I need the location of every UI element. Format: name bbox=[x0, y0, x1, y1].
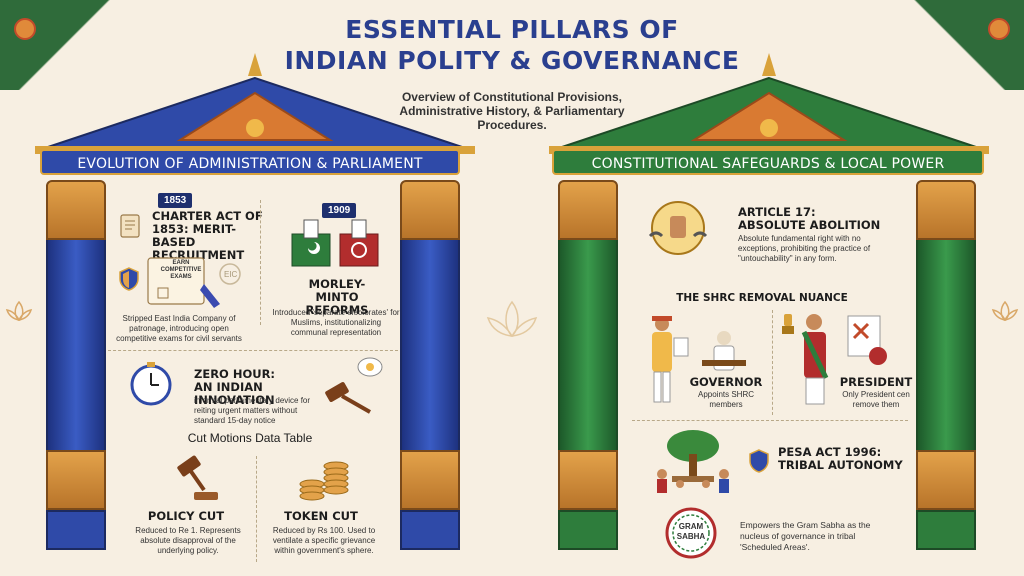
eic-seal-text: EIC bbox=[224, 270, 238, 279]
pesa-act-title-line-2: TRIBAL AUTONOMY bbox=[778, 458, 903, 472]
president-desc: Only President cen remove them bbox=[842, 390, 910, 409]
divider bbox=[772, 310, 773, 415]
left-roof bbox=[30, 48, 480, 158]
pillar-left-outer bbox=[46, 180, 106, 550]
gavel-icon bbox=[170, 454, 220, 504]
article-17-title-line-1: ARTICLE 17: bbox=[738, 205, 816, 219]
shield-icon bbox=[118, 266, 140, 292]
gavel-icon bbox=[320, 378, 376, 418]
article-17-title: ARTICLE 17: ABSOLUTE ABOLITION bbox=[738, 206, 918, 232]
year-tag-1853: 1853 bbox=[158, 193, 193, 208]
president-illustration bbox=[792, 308, 836, 408]
pesa-act-title-line-1: PESA ACT 1996: bbox=[778, 445, 882, 459]
year-tag-1909: 1909 bbox=[322, 203, 357, 218]
pesa-act-desc: Empowers the Gram Sabha as the nucleus o… bbox=[740, 520, 871, 552]
coins-icon bbox=[296, 454, 356, 504]
exam-scroll-illustration bbox=[144, 254, 224, 310]
lotus-icon bbox=[990, 300, 1020, 322]
article-17-title-line-2: ABSOLUTE ABOLITION bbox=[738, 218, 881, 232]
zero-hour-desc: informal parliamentary device for reitin… bbox=[194, 396, 311, 425]
idea-bubble-icon bbox=[356, 356, 384, 380]
pillar-right-inner bbox=[558, 180, 618, 550]
badge-line-1: GRAM bbox=[678, 522, 704, 531]
ballot-box-icon bbox=[338, 218, 380, 268]
policy-cut-desc: Reduced to Re 1. Represents absolute dis… bbox=[135, 526, 241, 555]
corner-ornament-right bbox=[874, 0, 1024, 90]
morley-minto-title: MORLEY-MINTO REFORMS bbox=[305, 277, 369, 317]
token-cut-desc: Reduced by Rs 100. Used to ventilate a s… bbox=[272, 526, 376, 555]
divider bbox=[260, 200, 261, 325]
token-cut-title: TOKEN CUT bbox=[284, 509, 358, 523]
zero-hour-title: ZERO HOUR: AN INDIAN INNOVATION bbox=[194, 368, 334, 407]
article-17-desc: Absolute fundamental right with no excep… bbox=[738, 234, 871, 263]
broken-chains-fist-icon bbox=[646, 196, 710, 260]
clock-icon bbox=[128, 360, 174, 406]
village-tree-gathering-icon bbox=[650, 426, 736, 498]
zero-hour-title-line-2: AN INDIAN INNOVATION bbox=[194, 380, 275, 407]
policy-cut-title: POLICY CUT bbox=[147, 509, 225, 523]
page-title: ESSENTIAL PILLARS OF INDIAN POLITY & GOV… bbox=[262, 14, 762, 76]
title-line-1: ESSENTIAL PILLARS OF bbox=[345, 15, 679, 44]
president-title: PRESIDENT bbox=[839, 375, 913, 389]
lotus-icon bbox=[484, 300, 540, 340]
pesa-act-title: PESA ACT 1996: TRIBAL AUTONOMY bbox=[778, 446, 908, 472]
right-section-banner: CONSTITUTIONAL SAFEGUARDS & LOCAL POWER bbox=[552, 149, 984, 175]
emblem-icon bbox=[780, 312, 796, 336]
corner-ornament-left bbox=[0, 0, 150, 90]
ballot-box-icon bbox=[290, 218, 332, 268]
right-roof bbox=[544, 48, 994, 158]
shrc-heading: THE SHRC REMOVAL NUANCE bbox=[676, 292, 848, 304]
eic-seal-icon bbox=[218, 262, 242, 286]
governor-desc: Appoints SHRC members bbox=[697, 390, 755, 409]
page-subtitle: Overview of Constitutional Provisions, A… bbox=[399, 90, 625, 132]
pillar-right-outer bbox=[916, 180, 976, 550]
lotus-icon bbox=[14, 18, 36, 40]
rejected-document-icon bbox=[842, 312, 892, 368]
gram-sabha-badge-text: GRAM SABHA bbox=[672, 522, 710, 542]
cut-motions-heading: Cut Motions Data Table bbox=[187, 431, 313, 445]
divider bbox=[256, 456, 257, 562]
shield-icon bbox=[748, 448, 770, 474]
charter-act-desc: Stripped East India Company of patronage… bbox=[116, 314, 242, 343]
morley-minto-desc: Introduced 'separate electorates' for Mu… bbox=[272, 308, 400, 337]
zero-hour-title-line-1: ZERO HOUR: bbox=[194, 367, 276, 381]
pillar-left-inner bbox=[400, 180, 460, 550]
badge-line-2: SABHA bbox=[676, 532, 706, 541]
lotus-icon bbox=[988, 18, 1010, 40]
left-section-banner: EVOLUTION OF ADMINISTRATION & PARLIAMENT bbox=[40, 149, 460, 175]
governor-illustration bbox=[640, 308, 750, 408]
divider bbox=[108, 350, 398, 351]
lotus-icon bbox=[4, 300, 34, 322]
title-line-2: INDIAN POLITY & GOVERNANCE bbox=[284, 46, 740, 75]
gram-sabha-badge bbox=[664, 506, 718, 560]
divider bbox=[632, 420, 908, 421]
scroll-icon bbox=[118, 212, 144, 240]
governor-title: GOVERNOR bbox=[689, 375, 763, 389]
exam-scroll-text: EARN COMPETITIVE EXAMS bbox=[160, 260, 202, 280]
